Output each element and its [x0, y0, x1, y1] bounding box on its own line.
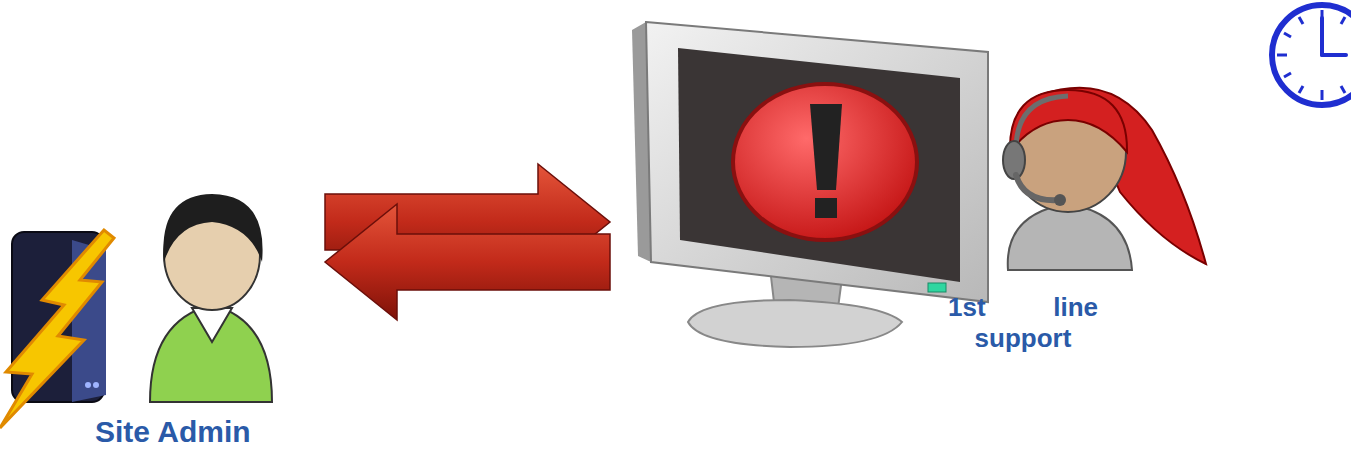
clock-icon	[1272, 5, 1351, 105]
monitor-bezel	[646, 22, 988, 302]
clock-hand	[1320, 18, 1324, 55]
node-label: 1st line support	[948, 292, 1098, 354]
monitor-icon	[632, 22, 988, 347]
monitor-screen	[678, 48, 960, 282]
headset-mic-tip	[1054, 194, 1066, 206]
server-led	[85, 382, 91, 388]
power-led	[928, 283, 946, 292]
monitor-base	[688, 300, 902, 347]
person-collar	[192, 308, 232, 342]
person-hair	[163, 194, 262, 262]
headset-mic	[1016, 175, 1058, 200]
admin-person	[150, 194, 272, 402]
clock-ticks	[1277, 10, 1351, 100]
lightning-symbol	[0, 230, 114, 428]
node-label: Site Admin	[95, 414, 320, 450]
server-icon	[0, 230, 114, 428]
exclamation-mark	[810, 104, 842, 190]
clock-hand	[1322, 53, 1346, 57]
server-led	[93, 382, 99, 388]
block-arrow	[325, 204, 610, 320]
person-cap	[1010, 90, 1127, 152]
person-body	[150, 305, 272, 402]
exclamation-dot	[815, 198, 837, 218]
headset-band	[1016, 96, 1068, 150]
support-person	[1003, 88, 1206, 270]
person-node: Site Admin	[0, 190, 325, 456]
person-body	[1008, 204, 1132, 270]
alert-circle	[733, 84, 917, 240]
support-node: 1st line support	[610, 0, 1351, 350]
clock-face	[1272, 5, 1351, 105]
